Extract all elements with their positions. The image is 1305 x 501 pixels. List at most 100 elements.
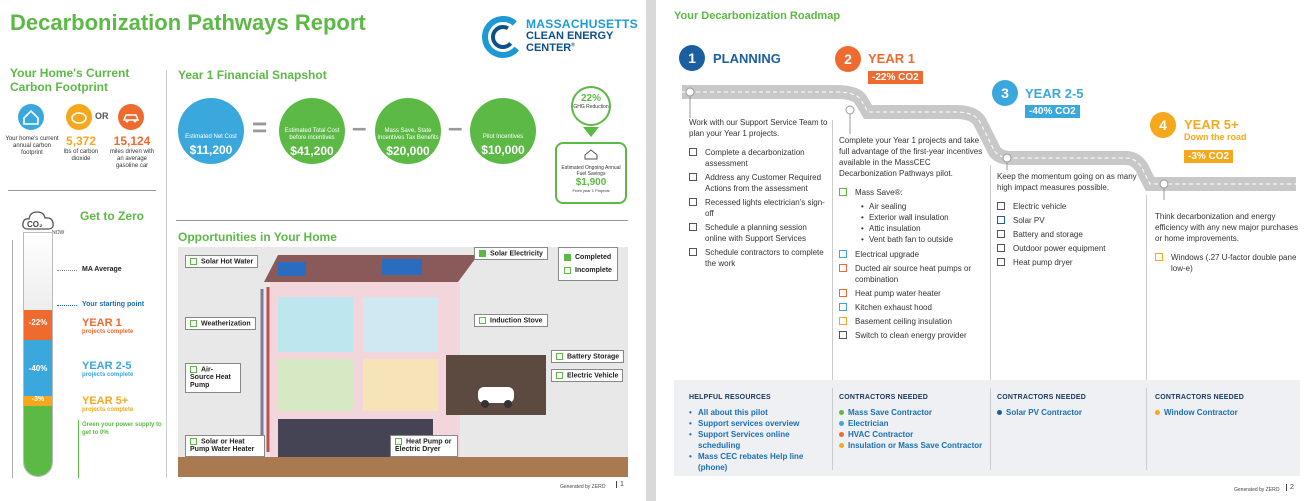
house-illustration: Solar Hot Water Solar Electricity Weathe…	[178, 247, 628, 477]
starting-line	[57, 305, 77, 306]
label-battery-storage: Battery Storage	[551, 350, 625, 364]
year1-item[interactable]: Heat pump water heater	[839, 288, 987, 299]
year2-5-item[interactable]: Solar PV	[997, 215, 1143, 226]
step-2-badge: 2	[835, 46, 861, 72]
year1-item-mass-save[interactable]: Mass Save®:	[839, 187, 987, 198]
year1-intro: Complete your Year 1 projects and take f…	[839, 136, 983, 178]
resource-link[interactable]: Support services overview	[689, 418, 827, 429]
contractor-link[interactable]: HVAC Contractor	[839, 429, 987, 440]
page-number: 1	[616, 481, 624, 488]
equals-op: =	[252, 112, 268, 142]
step-4-tag-wrap: -3% CO2	[1184, 146, 1234, 164]
year1-item[interactable]: Electrical upgrade	[839, 249, 987, 260]
band-divider	[832, 388, 833, 470]
contractors-heading: CONTRACTORS NEEDED	[997, 394, 1087, 401]
green-arrow	[78, 420, 79, 478]
year2-5-intro: Keep the momentum going on as many high …	[997, 172, 1137, 192]
contractor-link[interactable]: Electrician	[839, 418, 987, 429]
legend-completed: Completed	[564, 251, 612, 264]
or-label: OR	[95, 111, 109, 121]
segment-year2-5	[24, 340, 52, 396]
resource-link[interactable]: Mass CEC rebates Help line (phone)	[689, 451, 827, 473]
contractor-link[interactable]: Insulation or Mass Save Contractor	[839, 440, 987, 451]
contractors-year2-5: CONTRACTORS NEEDED Solar PV Contractor	[997, 394, 1143, 418]
contractor-link[interactable]: Window Contractor	[1155, 407, 1295, 418]
miles-label: miles driven with an average gasoline ca…	[109, 149, 155, 169]
opportunities-heading: Opportunities in Your Home	[178, 230, 337, 244]
contractors-year1: CONTRACTORS NEEDED Mass Save Contractor …	[839, 394, 987, 451]
step-4-badge: 4	[1150, 112, 1176, 138]
report-title: Decarbonization Pathways Report	[10, 10, 366, 35]
label-induction-stove: Induction Stove	[474, 314, 548, 328]
legend-incomplete: Incomplete	[564, 264, 612, 277]
year5-item[interactable]: Windows (.27 U-factor double pane low-e)	[1155, 252, 1299, 274]
minus-op-2: –	[448, 112, 463, 142]
get-to-zero-heading: Get to Zero	[80, 209, 145, 223]
footer-generated: Generated by ZERO	[560, 484, 606, 490]
year2-5-item[interactable]: Electric vehicle	[997, 201, 1143, 212]
co2-cloud-icon	[66, 104, 92, 130]
step-3-badge: 3	[992, 80, 1018, 106]
planning-item[interactable]: Schedule contractors to complete the wor…	[689, 247, 829, 269]
minus-op-1: –	[352, 112, 367, 142]
co2-value: 5,372	[65, 134, 97, 148]
snapshot-heading: Year 1 Financial Snapshot	[178, 68, 327, 82]
step-1-badge: 1	[679, 45, 705, 71]
co2-label: lbs of carbon dioxide	[63, 149, 99, 162]
down-arrow-icon	[583, 127, 599, 137]
year1-label: YEAR 1 projects complete	[82, 317, 134, 335]
year2-5-item[interactable]: Battery and storage	[997, 229, 1143, 240]
step-2-title: YEAR 1	[868, 51, 915, 66]
planning-intro: Work with our Support Service Team to pl…	[689, 118, 828, 138]
planning-item[interactable]: Address any Customer Required Actions fr…	[689, 172, 829, 194]
segment-green	[24, 406, 52, 476]
planning-item[interactable]: Complete a decarbonization assessment	[689, 147, 829, 169]
year2-5-label: YEAR 2-5 projects complete	[82, 360, 134, 378]
helpful-resources: HELPFUL RESOURCES All about this pilot S…	[689, 394, 827, 473]
year2-5-item[interactable]: Outdoor power equipment	[997, 243, 1143, 254]
label-solar-electricity: Solar Electricity	[474, 247, 548, 261]
legend-box: Completed Incomplete	[558, 247, 618, 281]
masscec-logo: MASSACHUSETTS CLEAN ENERGY CENTER®	[482, 16, 638, 60]
contractor-link[interactable]: Solar PV Contractor	[997, 407, 1143, 418]
year1-item[interactable]: Kitchen exhaust hood	[839, 302, 987, 313]
year5-label: YEAR 5+ projects complete	[82, 395, 134, 413]
year1-item[interactable]: Switch to clean energy provider	[839, 330, 987, 341]
mass-save-sub: Vent bath fan to outside	[839, 234, 987, 245]
mass-save-sub: Attic insulation	[839, 223, 987, 234]
mass-save-sub: Exterior wall insulation	[839, 212, 987, 223]
col-divider-2	[990, 165, 991, 380]
year5-intro: Think decarbonization and energy efficie…	[1155, 212, 1299, 243]
year1-item[interactable]: Basement ceiling insulation	[839, 316, 987, 327]
ma-average-label: MA Average	[82, 266, 122, 273]
year1-column: Complete your Year 1 projects and take f…	[839, 135, 987, 344]
contractors-year5: CONTRACTORS NEEDED Window Contractor	[1155, 394, 1295, 418]
year1-item[interactable]: Ducted air source heat pumps or combinat…	[839, 263, 987, 285]
masscec-logo-icon	[482, 16, 524, 58]
segment-year1	[24, 310, 52, 340]
col-divider-1	[832, 120, 833, 380]
year2-5-item[interactable]: Heat pump dryer	[997, 257, 1143, 268]
total-cost-circle: Estimated Total Cost before incentives$4…	[279, 98, 345, 164]
resource-link[interactable]: Support Services online scheduling	[689, 429, 827, 451]
logo-line-1: MASSACHUSETTS	[526, 17, 638, 31]
step-2-tag-wrap: -22% CO2	[868, 67, 923, 85]
planning-column: Work with our Support Service Team to pl…	[689, 117, 829, 272]
planning-item[interactable]: Recessed lights electrician's sign-off	[689, 197, 829, 219]
step-2-tag: -22% CO2	[868, 71, 923, 84]
home-footprint-label: Your home's current annual carbon footpr…	[5, 136, 59, 156]
ghg-reduction-badge: 22% GHG Reduction	[571, 86, 611, 126]
bottom-band: HELPFUL RESOURCES All about this pilot S…	[674, 380, 1300, 476]
step-4-subtitle: Down the road	[1184, 132, 1247, 142]
label-solar-or-heat-pump-water-heater: Solar or Heat Pump Water Heater	[185, 435, 265, 458]
resource-link[interactable]: All about this pilot	[689, 407, 827, 418]
year5-column: Think decarbonization and energy efficie…	[1155, 211, 1299, 277]
planning-item[interactable]: Schedule a planning session online with …	[689, 222, 829, 244]
contractors-heading: CONTRACTORS NEEDED	[839, 394, 929, 401]
step-3-tag-wrap: -40% CO2	[1025, 101, 1080, 119]
contractor-link[interactable]: Mass Save Contractor	[839, 407, 987, 418]
label-solar-hot-water: Solar Hot Water	[185, 255, 259, 269]
step-3-title: YEAR 2-5	[1025, 86, 1084, 101]
report-page-1: Decarbonization Pathways Report MASSACHU…	[0, 0, 646, 501]
logo-line-3: CENTER®	[526, 42, 575, 54]
